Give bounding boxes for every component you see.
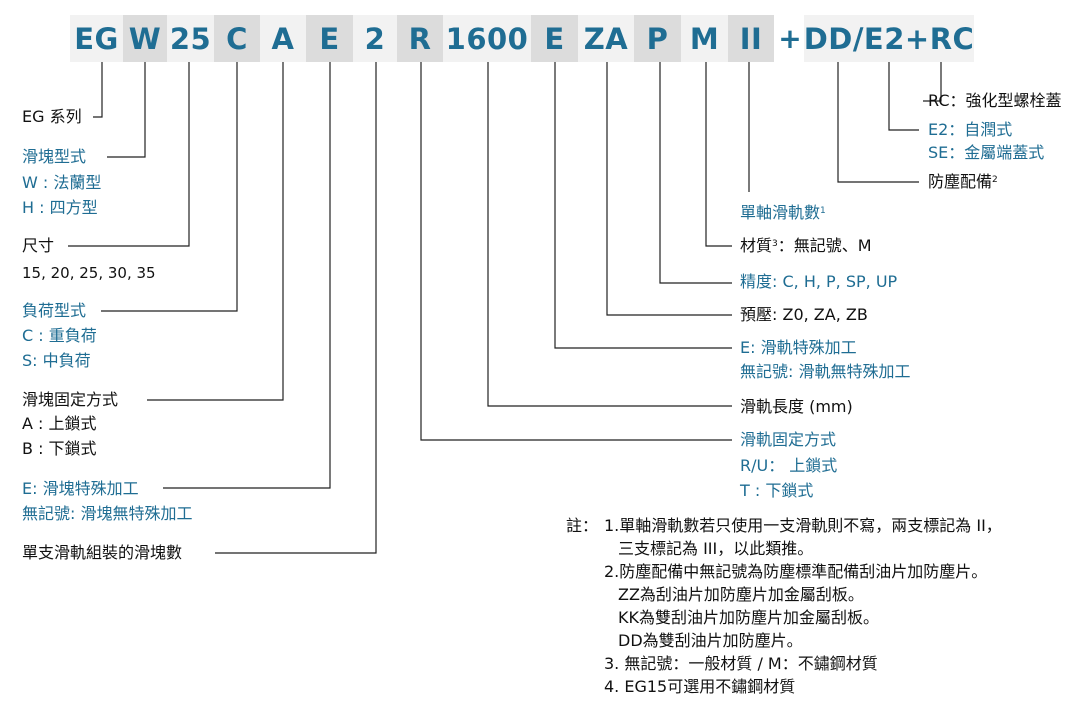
note-2a: 2.防塵配備中無記號為防塵標準配備刮油片加防塵片。 — [604, 562, 988, 581]
code-eg: EG — [70, 15, 123, 62]
line-dust — [837, 62, 919, 183]
line-rail-fix — [420, 62, 732, 441]
label-load-type: 負荷型式 — [22, 301, 87, 320]
code-rail-process: E — [531, 15, 578, 62]
label-c-heavy: C : 重負荷 — [22, 326, 97, 345]
note-2d: DD為雙刮油片加防塵片。 — [618, 631, 803, 650]
note-3: 3. 無記號：一般材質 / M：不鏽鋼材質 — [604, 654, 878, 673]
label-block-type: 滑塊型式 — [22, 147, 87, 166]
note-4: 4. EG15可選用不鏽鋼材質 — [604, 677, 796, 696]
line-precision — [659, 62, 732, 284]
label-h-square: H : 四方型 — [22, 198, 98, 217]
line-block-process — [163, 62, 331, 489]
label-ru-upper: R/U： 上鎖式 — [740, 456, 838, 475]
label-none-block: 無記號: 滑塊無特殊加工 — [22, 504, 193, 523]
code-block-process: E — [306, 15, 353, 62]
note-2b: ZZ為刮油片加防塵片加金屬刮板。 — [618, 585, 864, 604]
label-w-flange: W : 法蘭型 — [22, 173, 102, 192]
code-precision: P — [634, 15, 681, 62]
label-precision: 精度: C, H, P, SP, UP — [740, 272, 898, 291]
label-rail-fix: 滑軌固定方式 — [740, 430, 837, 449]
label-size: 尺寸 — [22, 236, 55, 255]
line-blocks-count — [215, 62, 377, 554]
code-block-type: W — [123, 15, 167, 62]
line-material — [705, 62, 732, 247]
label-b-lower: B : 下鎖式 — [22, 439, 97, 458]
line-preload — [606, 62, 732, 316]
code-plus: + — [778, 22, 802, 55]
label-rails-count: 單軸滑軌數1 — [740, 203, 826, 222]
code-rail-fix: R — [397, 15, 443, 62]
note-1b: 三支標記為 III，以此類推。 — [618, 539, 814, 558]
label-t-lower: T : 下鎖式 — [740, 481, 814, 500]
code-material: M — [681, 15, 728, 62]
code-rail-length: 1600 — [443, 15, 531, 62]
code-rails: II — [728, 15, 774, 62]
code-blocks-count: 2 — [353, 15, 397, 62]
label-rc: RC：強化型螺栓蓋 — [928, 91, 1062, 110]
note-2c: KK為雙刮油片加防塵片加金屬刮板。 — [618, 608, 879, 627]
label-a-upper: A : 上鎖式 — [22, 414, 97, 433]
line-rail-process — [554, 62, 732, 349]
line-e2 — [888, 62, 919, 131]
label-block-fix: 滑塊固定方式 — [22, 390, 119, 409]
line-block-type — [107, 62, 146, 158]
code-block-fix: A — [260, 15, 306, 62]
label-blocks-per-rail: 單支滑軌組裝的滑塊數 — [22, 543, 183, 562]
code-load-type: C — [214, 15, 260, 62]
line-block-fix — [147, 62, 284, 401]
label-sizes: 15, 20, 25, 30, 35 — [22, 264, 156, 282]
label-s-medium: S: 中負荷 — [22, 351, 91, 370]
label-rail-length: 滑軌長度 (mm) — [740, 397, 853, 416]
code-size: 25 — [167, 15, 214, 62]
label-e2-self: E2：自潤式 — [928, 120, 1013, 139]
label-e-rail: E: 滑軌特殊加工 — [740, 338, 857, 357]
label-se-cap: SE：金屬端蓋式 — [928, 143, 1045, 162]
label-preload: 預壓: Z0, ZA, ZB — [740, 305, 868, 324]
note-1a: 1.單軸滑軌數若只使用一支滑軌則不寫，兩支標記為 II， — [604, 516, 1002, 535]
label-dust: 防塵配備2 — [928, 172, 998, 191]
line-rc — [923, 62, 942, 102]
code-dust: DD/E2+RC — [804, 15, 974, 62]
line-load-type — [101, 62, 238, 312]
line-rail-length — [487, 62, 732, 407]
label-none-rail: 無記號: 滑軌無特殊加工 — [740, 362, 911, 381]
notes-head: 註： — [566, 516, 599, 535]
line-size — [68, 62, 190, 247]
line-series — [93, 62, 103, 118]
label-e-block: E: 滑塊特殊加工 — [22, 479, 139, 498]
label-series: EG 系列 — [22, 107, 82, 126]
label-material: 材質3：無記號、M — [740, 236, 872, 255]
code-preload: ZA — [578, 15, 634, 62]
